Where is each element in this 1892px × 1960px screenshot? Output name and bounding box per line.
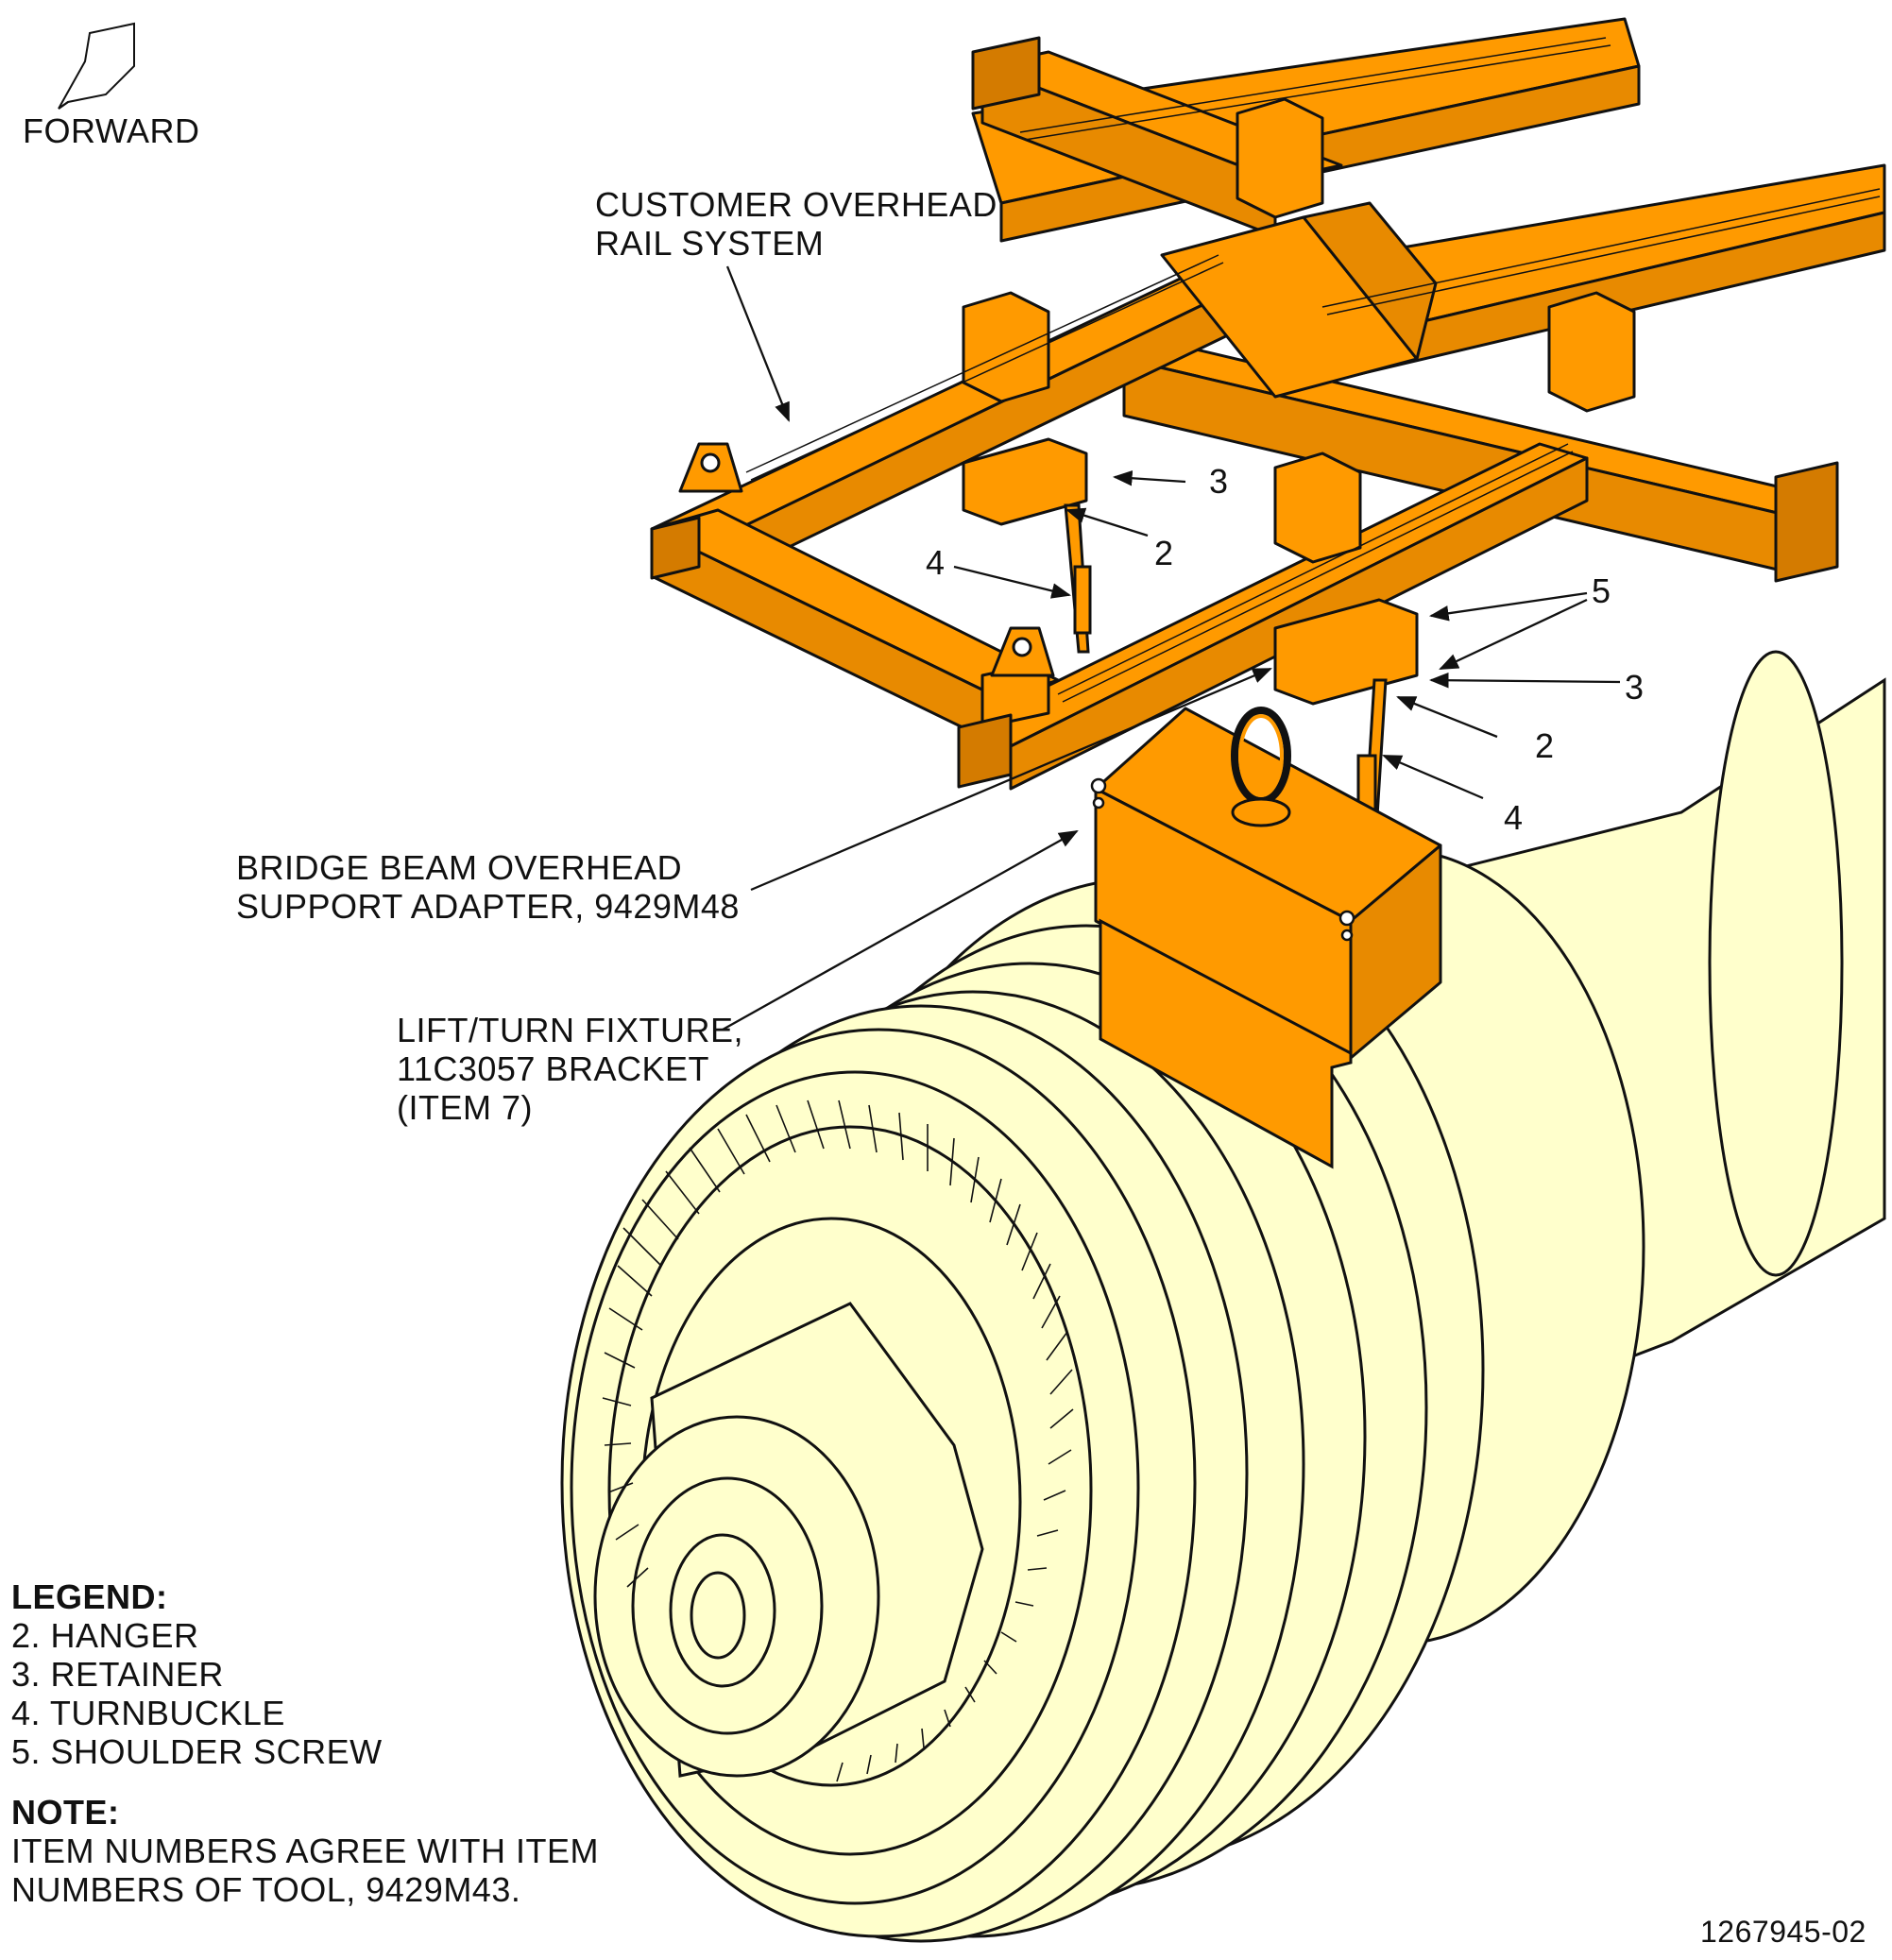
legend-item: 4. TURNBUCKLE: [11, 1694, 285, 1732]
engine-assembly: [560, 650, 1886, 1943]
drawing-number: 1267945-02: [1700, 1915, 1866, 1949]
leader-turnbuckle-upper: [953, 565, 1072, 599]
leader-hanger-upper: [1065, 507, 1149, 537]
note-line: NUMBERS OF TOOL, 9429M43.: [11, 1870, 521, 1909]
leader-retainer-lower: [1428, 672, 1621, 689]
leader-screw-upper: [1428, 591, 1588, 622]
forward-label: FORWARD: [23, 111, 200, 150]
leader-adapter: [750, 667, 1272, 892]
leader-fixture: [722, 829, 1079, 1031]
leader-retainer-upper: [1112, 469, 1186, 486]
leader-rail-system: [725, 265, 791, 422]
callout-retainer-lower: 3: [1625, 668, 1645, 707]
callout-hanger-upper: 2: [1154, 534, 1174, 572]
note-title: NOTE:: [11, 1793, 120, 1832]
leader-turnbuckle-lower: [1382, 754, 1484, 800]
note: NOTE: ITEM NUMBERS AGREE WITH ITEM NUMBE…: [11, 1793, 599, 1909]
forward-arrow-icon: [58, 22, 135, 110]
rail-rack-teeth: [745, 37, 1881, 703]
legend-title: LEGEND:: [11, 1577, 168, 1616]
legend-item: 3. RETAINER: [11, 1655, 224, 1694]
rail-system: [650, 17, 1886, 791]
leader-screw-lower: [1439, 598, 1588, 671]
support-adapter: [1094, 707, 1442, 1060]
legend: LEGEND: 2. HANGER 3. RETAINER 4. TURNBUC…: [11, 1577, 383, 1771]
leader-lines: [722, 265, 1621, 1031]
blade-hatching: [602, 1099, 1074, 1782]
callout-shoulder-screw: 5: [1592, 571, 1611, 610]
legend-item: 2. HANGER: [11, 1616, 199, 1655]
callout-turnbuckle-lower: 4: [1504, 798, 1524, 837]
callout-hanger-lower: 2: [1535, 726, 1555, 765]
lift-turn-bracket: [1099, 918, 1353, 1169]
leader-hanger-lower: [1396, 695, 1498, 739]
callout-turnbuckle-upper: 4: [926, 543, 946, 582]
legend-item: 5. SHOULDER SCREW: [11, 1732, 383, 1771]
note-line: ITEM NUMBERS AGREE WITH ITEM: [11, 1832, 600, 1870]
callout-retainer-upper: 3: [1209, 462, 1229, 501]
